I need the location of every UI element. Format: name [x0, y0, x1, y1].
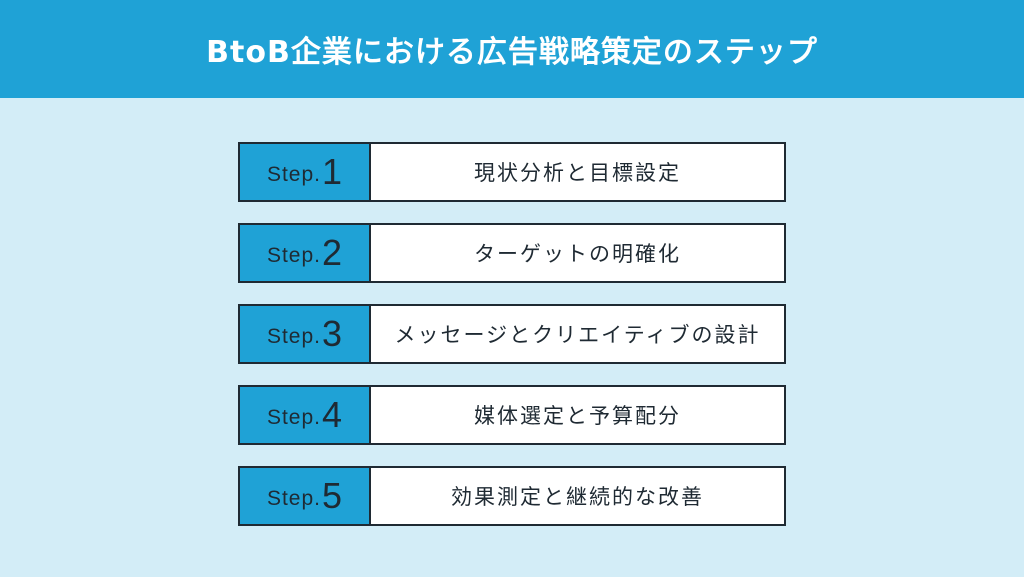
step-label: Step. 1	[240, 144, 371, 200]
step-number: 2	[322, 232, 343, 273]
header-banner: BtoB企業における広告戦略策定のステップ	[0, 0, 1024, 98]
step-number: 5	[322, 475, 343, 516]
step-prefix: Step.	[266, 487, 321, 510]
step-row-2: Step. 2 ターゲットの明確化	[238, 223, 786, 283]
step-row-5: Step. 5 効果測定と継続的な改善	[238, 466, 786, 526]
step-prefix: Step.	[266, 244, 321, 267]
step-prefix: Step.	[266, 406, 321, 429]
step-label: Step. 5	[240, 468, 371, 524]
step-description: 媒体選定と予算配分	[474, 404, 681, 428]
step-number: 3	[322, 313, 343, 354]
step-row-3: Step. 3 メッセージとクリエイティブの設計	[238, 304, 786, 364]
step-row-1: Step. 1 現状分析と目標設定	[238, 142, 786, 202]
step-description: 効果測定と継続的な改善	[451, 485, 704, 509]
steps-list: Step. 1 現状分析と目標設定 Step. 2 ターゲットの明確化 Step…	[238, 142, 786, 547]
step-description: ターゲットの明確化	[474, 242, 681, 266]
step-prefix: Step.	[266, 325, 321, 348]
step-description: メッセージとクリエイティブの設計	[394, 323, 761, 347]
step-number: 4	[322, 394, 343, 435]
step-label: Step. 2	[240, 225, 371, 281]
page-title: BtoB企業における広告戦略策定のステップ	[206, 35, 818, 70]
step-prefix: Step.	[266, 163, 321, 186]
step-row-4: Step. 4 媒体選定と予算配分	[238, 385, 786, 445]
step-description: 現状分析と目標設定	[474, 161, 681, 185]
step-number: 1	[322, 151, 343, 192]
step-label: Step. 4	[240, 387, 371, 443]
step-label: Step. 3	[240, 306, 371, 362]
